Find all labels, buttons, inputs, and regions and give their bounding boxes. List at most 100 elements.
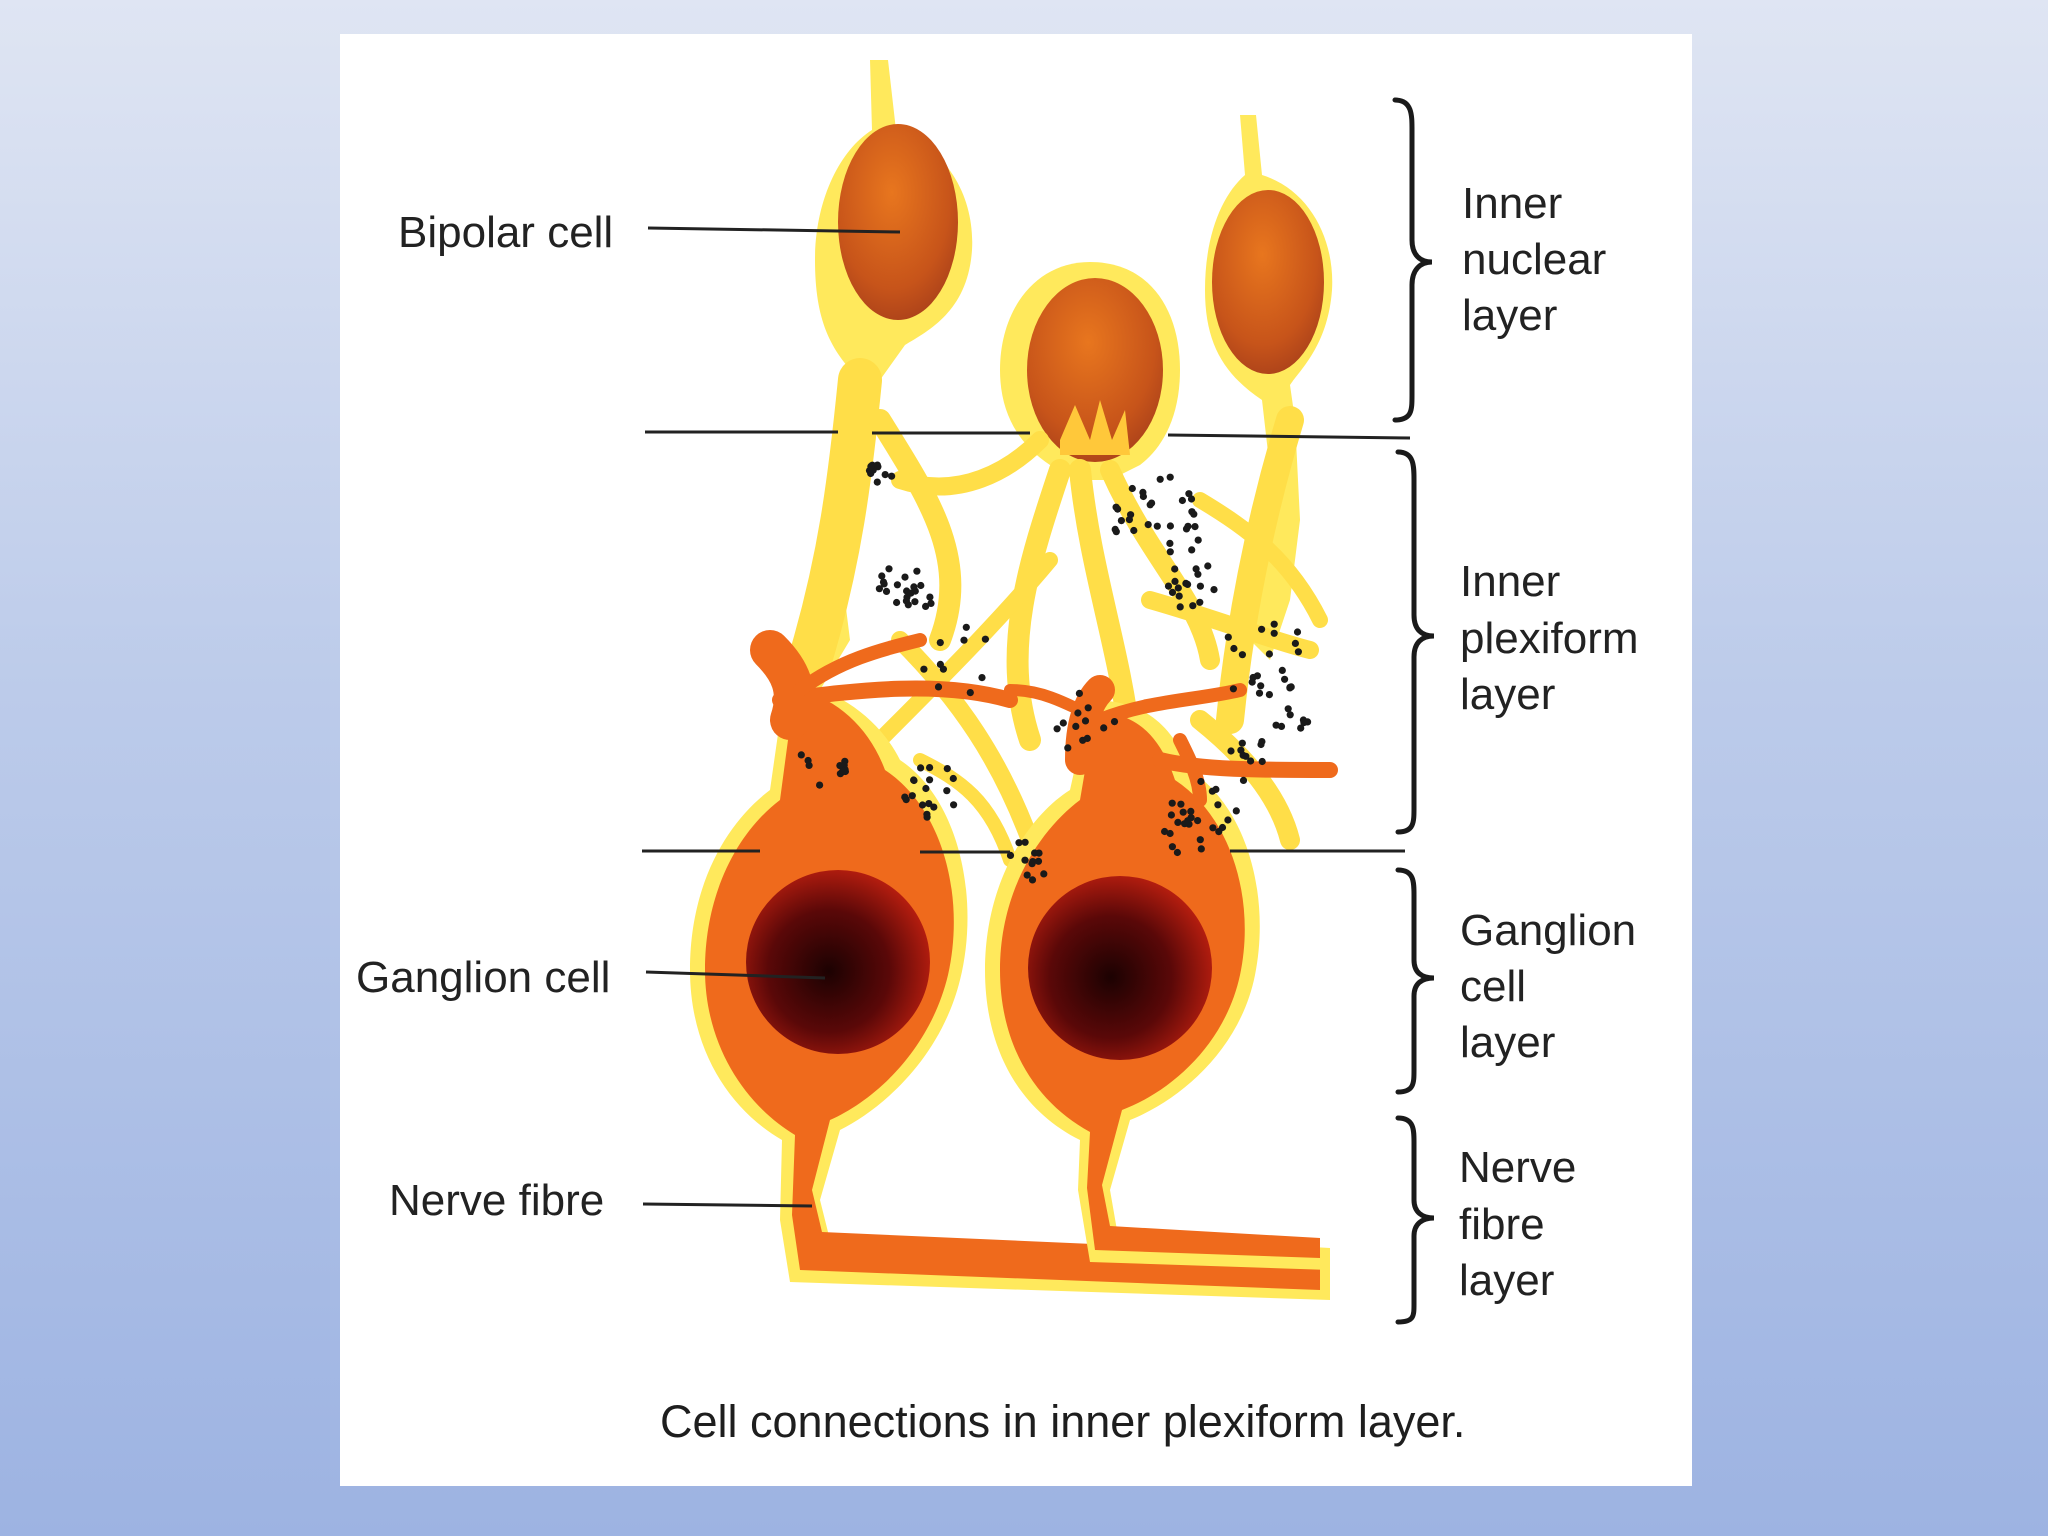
synapse-dot [893,598,901,607]
synapse-dot [1224,633,1232,641]
synapse-dot [943,765,951,773]
synapse-dot [904,601,912,609]
synapse-dot [917,764,925,772]
synapse-dot [1164,582,1173,590]
layer-label-line: plexiform [1460,614,1639,663]
synapse-dot [927,599,935,608]
synapse-dot [1210,586,1218,594]
synapse-dot [1270,629,1278,637]
synapse-dot [1294,648,1302,656]
synapse-dot [875,585,884,593]
synapse-dot [1194,536,1202,544]
synapse-dot [1081,717,1090,725]
synapse-dot [1175,592,1183,600]
synapse-dot [1176,603,1184,611]
synapse-dot [1184,522,1192,530]
synapse-dot [1168,588,1177,597]
synapse-dot [1209,824,1217,832]
synapse-dot [1166,522,1174,530]
synapse-dot [1166,539,1174,548]
synapse-dot [1182,579,1190,588]
synapse-dot [1006,851,1015,860]
synapse-dot [949,774,957,783]
synapse-dot [1258,757,1266,766]
layer-label-line: cell [1460,962,1526,1011]
synapse-dot [922,784,930,793]
synapse-dot [836,762,844,770]
synapse-dot [913,567,921,575]
synapse-dot [1184,817,1192,825]
synapse-dot [878,572,886,580]
ganglion-cell-right-nucleus [1028,876,1212,1060]
layer-label-inner-nuclear: Inner nuclear layer [1462,179,1606,340]
synapse-dot [1111,525,1119,534]
synapse-dot [1075,689,1083,698]
synapse-dot [962,623,970,631]
label-bipolar-cell: Bipolar cell [398,208,613,257]
synapse-dot [1227,747,1235,755]
synapse-dot [910,583,918,591]
synapse-dot [943,787,951,795]
synapse-dot [1281,675,1289,683]
synapse-dot [1238,651,1246,659]
synaptic-dots [797,461,1312,884]
synapse-dot [1239,751,1247,759]
synapse-dot [1293,628,1302,636]
synapse-dot [926,593,934,601]
synapse-dot [1015,839,1023,847]
synapse-dot [1272,721,1280,729]
brace-inner-plexiform [1395,449,1435,835]
synapse-dot [922,602,930,611]
synapse-dot [1230,644,1238,653]
synapse-dot [925,800,933,808]
synapse-dot [1110,718,1119,726]
bipolar-processes [788,358,1328,867]
layer-label-line: fibre [1459,1200,1545,1249]
synapse-dot [1238,739,1246,747]
synapse-dot [893,581,902,589]
bipolar-cell-center-body [1027,278,1163,462]
synapse-dot [1270,620,1278,628]
synapse-dot [1179,808,1187,816]
synapse-dot [816,781,824,789]
synapse-dot [1021,838,1029,846]
synapse-dot [1257,740,1265,749]
synapse-dot [1277,722,1286,731]
layer-boundaries [642,430,1411,854]
brace-inner-nuclear [1392,97,1433,423]
synapse-dot [1197,845,1205,853]
layer-label-line: layer [1459,1256,1554,1305]
synapse-dot [797,751,805,759]
synapse-dot [901,573,909,581]
label-ganglion-cell: Ganglion cell [356,953,610,1002]
synapse-dot [1031,849,1039,857]
synapse-dot [1084,704,1092,712]
synapse-dot [1112,503,1120,511]
ganglion-cells [690,680,1330,1300]
brace-ganglion-cell [1395,867,1435,1095]
synapse-dot [1286,711,1294,719]
synapse-dot [1168,843,1176,851]
layer-label-line: layer [1460,1018,1555,1067]
synapse-dot [1100,724,1108,732]
synapse-dot [1079,736,1087,744]
synapse-dot [1265,691,1273,699]
synapse-dot [1021,856,1029,864]
synapse-dot [1189,602,1197,610]
synapse-dot [1278,666,1286,675]
synapse-dot [1174,584,1182,592]
synapse-dot [1064,744,1072,752]
synapse-dot [1194,817,1202,825]
synapse-dot [1117,517,1125,525]
synapse-dot [1214,801,1222,809]
synapse-dot [1196,598,1204,606]
synapse-dot [939,665,948,673]
synapse-dot [1191,523,1199,531]
synapse-dot [923,813,931,821]
synapse-dot [1255,689,1264,697]
synapse-dot [1139,492,1147,501]
layer-label-line: layer [1460,670,1555,719]
synapse-dot [1188,508,1196,516]
synapse-dot [1034,857,1043,865]
synapse-dot [1248,678,1256,686]
